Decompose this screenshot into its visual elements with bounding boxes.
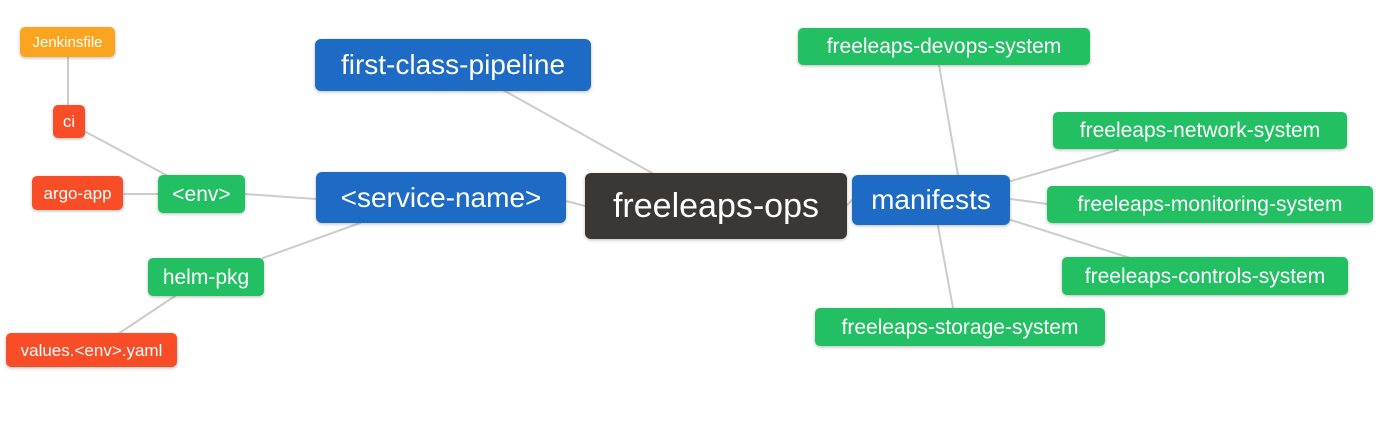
mindmap-node-values-env-yaml[interactable]: values.<env>.yaml: [6, 333, 177, 367]
mindmap-node-env[interactable]: <env>: [158, 175, 245, 213]
mindmap-node-argo-app[interactable]: argo-app: [32, 176, 123, 210]
mindmap-node-freeleaps-controls-system[interactable]: freeleaps-controls-system: [1062, 257, 1348, 295]
mindmap-node-first-class-pipeline[interactable]: first-class-pipeline: [315, 39, 591, 91]
mindmap-node-freeleaps-monitoring-system[interactable]: freeleaps-monitoring-system: [1047, 186, 1373, 223]
mindmap-node-freeleaps-network-system[interactable]: freeleaps-network-system: [1053, 112, 1347, 149]
mindmap-node-helm-pkg[interactable]: helm-pkg: [148, 258, 264, 296]
mindmap-node-freeleaps-ops[interactable]: freeleaps-ops: [585, 173, 847, 239]
mindmap-node-jenkinsfile[interactable]: Jenkinsfile: [20, 27, 115, 57]
mindmap-node-ci[interactable]: ci: [53, 105, 85, 138]
mindmap-node-freeleaps-storage-system[interactable]: freeleaps-storage-system: [815, 308, 1105, 346]
mindmap-node-service-name[interactable]: <service-name>: [316, 172, 566, 223]
mindmap-node-freeleaps-devops-system[interactable]: freeleaps-devops-system: [798, 28, 1090, 65]
mindmap-node-manifests[interactable]: manifests: [852, 175, 1010, 225]
